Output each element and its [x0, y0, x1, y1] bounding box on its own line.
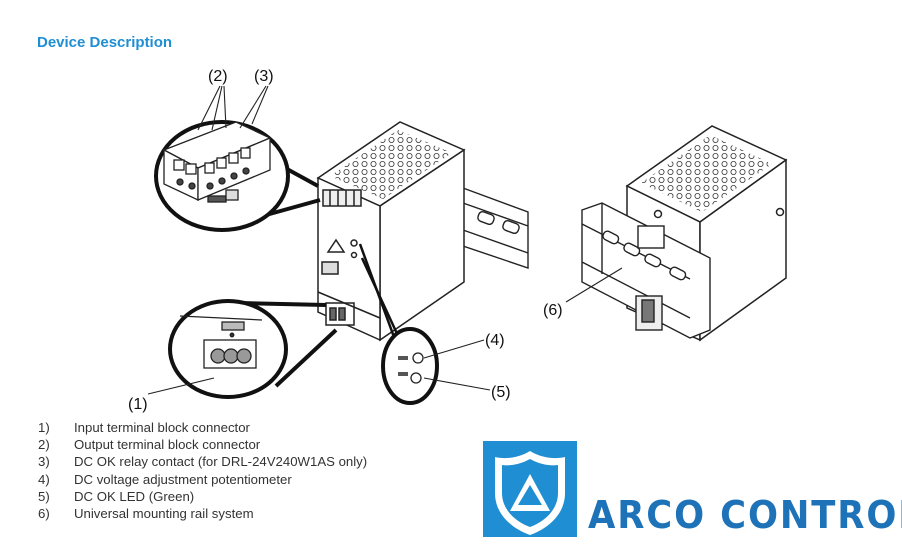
callout-1: (1) — [128, 396, 148, 413]
arco-control-logo — [483, 441, 577, 537]
device-illustration: (1) (2) (3) (4) (5) (6) — [128, 68, 788, 413]
power-supply-front-view — [316, 121, 466, 342]
callout-2: (2) — [208, 68, 228, 85]
leader-lines — [147, 85, 623, 395]
din-rail-right — [581, 202, 711, 339]
callout-5: (5) — [491, 384, 511, 401]
legend-item: 4)DC voltage adjustment potentiometer — [38, 471, 292, 487]
callout-3: (3) — [254, 68, 274, 85]
legend-item: 2)Output terminal block connector — [38, 437, 261, 453]
legend-item: 6)Universal mounting rail system — [38, 506, 254, 522]
din-rail-left — [462, 186, 529, 269]
legend-item: 5)DC OK LED (Green) — [38, 488, 195, 504]
callout-4: (4) — [485, 332, 505, 349]
legend-item: 1)Input terminal block connector — [38, 420, 250, 435]
brand-name: ARCO CONTROL — [588, 493, 902, 537]
zoom-circle-adjust-led — [358, 243, 439, 405]
section-title: Device Description — [37, 34, 173, 51]
zoom-circle-input-terminals — [168, 299, 338, 399]
component-legend: 1)Input terminal block connector 2)Outpu… — [38, 419, 367, 522]
zoom-circle-output-terminals — [154, 120, 321, 232]
callout-6: (6) — [543, 302, 563, 319]
legend-item: 3)DC OK relay contact (for DRL-24V240W1A… — [38, 454, 368, 470]
